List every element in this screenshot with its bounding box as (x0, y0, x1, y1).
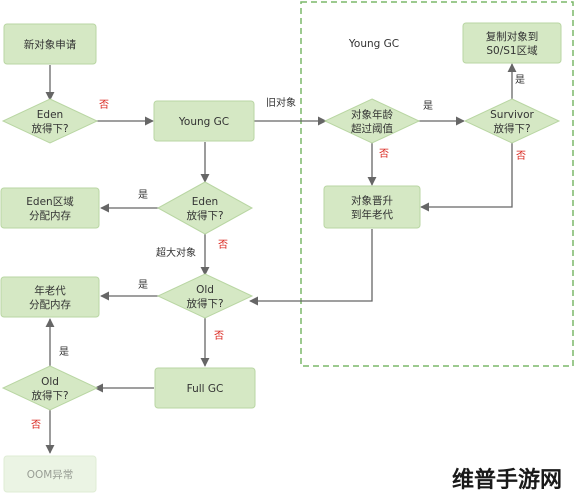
label-yes-eden2: 是 (138, 189, 148, 201)
node-oom: OOM异常 (3, 455, 97, 493)
label-yes-age: 是 (423, 100, 433, 112)
node-shape (463, 98, 561, 144)
node-shape (1, 98, 99, 144)
node-label: Eden区域 (26, 195, 74, 208)
node-label: 放得下? (493, 122, 530, 135)
node-young-gc: Young GC (153, 100, 255, 142)
node-label: 新对象申请 (24, 38, 77, 51)
node-label: S0/S1区域 (486, 44, 538, 57)
node-shape (462, 22, 562, 64)
edge-survivor-to-promote (420, 143, 513, 212)
node-label: Young GC (178, 116, 229, 128)
label-no-age: 否 (379, 148, 389, 160)
label-old-objects: 旧对象 (266, 96, 296, 109)
label-large-object: 超大对象 (156, 246, 196, 259)
label-no-eden2: 否 (218, 239, 228, 251)
node-shape (1, 365, 99, 411)
node-shape (323, 98, 421, 144)
node-shape (0, 187, 100, 229)
node-shape (323, 185, 421, 229)
node-label: Eden (37, 109, 63, 121)
label-yes-old2: 是 (59, 346, 69, 358)
watermark: 维普手游网 (452, 467, 562, 493)
node-shape (3, 23, 97, 65)
node-label: Eden (192, 196, 218, 208)
label-no-survivor: 否 (516, 150, 526, 162)
node-label: Old (196, 284, 214, 296)
young-gc-region-title: Young GC (348, 38, 399, 50)
node-label: OOM异常 (27, 468, 74, 481)
label-no-eden1: 否 (99, 99, 109, 111)
edges (45, 63, 517, 454)
edge-promote-to-old1 (249, 229, 373, 306)
node-label: 放得下? (186, 209, 223, 222)
node-label: Full GC (187, 383, 224, 395)
node-label: 分配内存 (29, 209, 71, 222)
node-label: 对象年龄 (351, 108, 393, 121)
label-no-old2: 否 (31, 419, 41, 431)
node-label: 分配内存 (29, 298, 71, 311)
node-label: 放得下? (31, 122, 68, 135)
node-label: 到年老代 (351, 208, 393, 221)
node-label: 年老代 (34, 284, 66, 297)
node-label: Old (41, 376, 59, 388)
node-new-object: 新对象申请 (3, 23, 97, 65)
node-label: 对象晋升 (351, 194, 393, 207)
node-label: 放得下? (186, 297, 223, 310)
node-shape (156, 181, 254, 235)
node-shape (153, 100, 255, 142)
node-label: 放得下? (31, 389, 68, 402)
label-yes-survivor: 是 (515, 74, 525, 86)
node-label: 复制对象到 (486, 30, 539, 43)
label-no-old1: 否 (214, 330, 224, 342)
node-full-gc: Full GC (154, 367, 256, 409)
label-yes-old1: 是 (138, 279, 148, 291)
young-gc-region (300, 1, 574, 367)
node-shape (3, 455, 97, 493)
node-label: Survivor (490, 109, 534, 121)
node-shape (156, 273, 254, 319)
node-label: 超过阈值 (351, 122, 393, 135)
node-shape (154, 367, 256, 409)
node-shape (0, 276, 100, 318)
